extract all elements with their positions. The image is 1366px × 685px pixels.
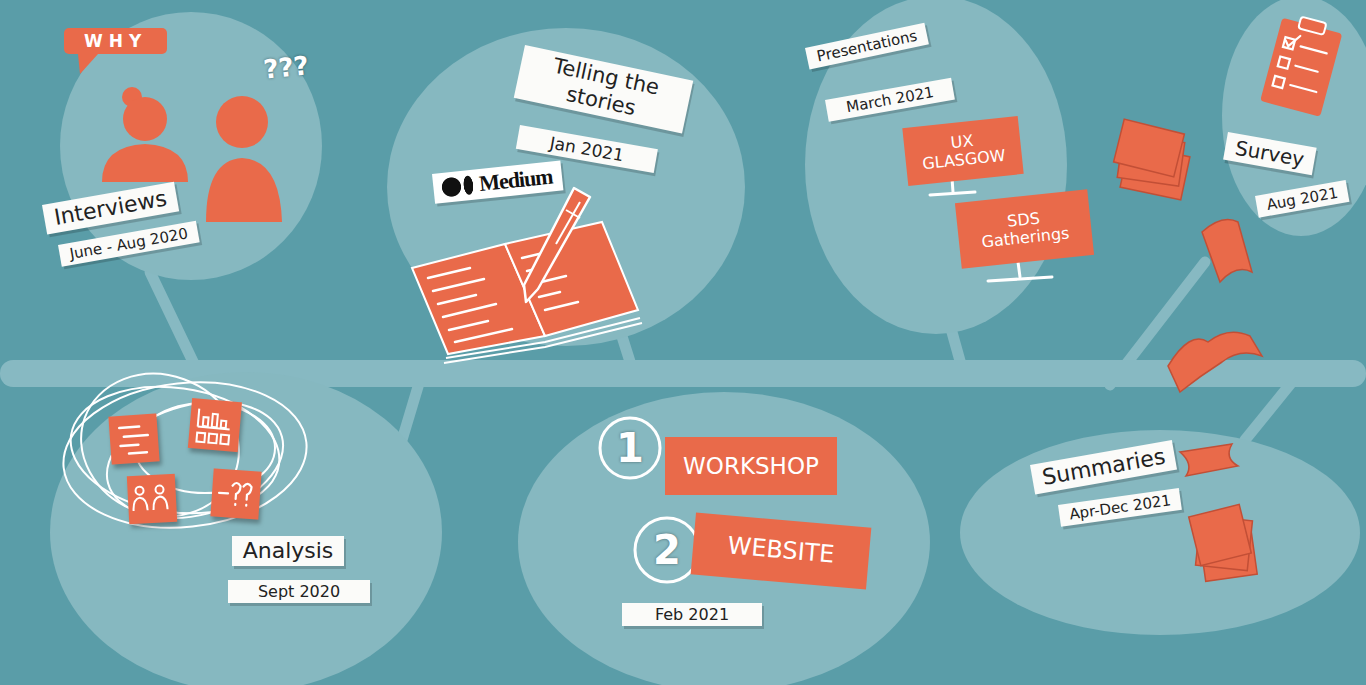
question-marks: ??? (262, 50, 310, 86)
monitor-screen: SDS Gatherings (955, 189, 1094, 269)
box-text: WORKSHOP (683, 453, 819, 479)
bubble-shape (960, 430, 1360, 635)
bubble-outline (50, 372, 442, 685)
text-holder: Feb 2021 (622, 603, 762, 626)
stem (150, 272, 196, 368)
bubble-shape (50, 372, 442, 685)
stage-label: Analysis (232, 536, 344, 566)
speech-bubble-text: WHY (64, 28, 167, 54)
text-holder: 1 (616, 424, 644, 472)
stem (1245, 382, 1292, 440)
bubble-shape (518, 392, 930, 685)
timeline-bubble: WHY???InterviewsJune - Aug 2020 (60, 12, 322, 280)
box-text: SDS Gatherings (968, 205, 1081, 253)
bubble-shape (805, 0, 1067, 334)
text-holder: Sept 2020 (228, 580, 370, 603)
text-holder: 2 (653, 526, 681, 574)
timeline-bubble: Telling the storiesJan 2021Medium (387, 28, 745, 346)
text-holder: ??? (262, 50, 310, 86)
orange-box: WORKSHOP (665, 437, 837, 495)
date-label: Feb 2021 (622, 603, 762, 626)
timeline-bubble: 1 2Feb 2021 WORKSHOP WEBSITE (518, 392, 930, 685)
stem (1110, 262, 1205, 385)
timeline-bubble: PresentationsMarch 2021UX GLASGOWSDS Gat… (805, 0, 1067, 334)
bubble-shape (387, 28, 745, 346)
timeline-bubble: SummariesApr-Dec 2021 (960, 430, 1360, 635)
monitor-screen: UX GLASGOW (902, 116, 1023, 186)
box-text: UX GLASGOW (916, 128, 1009, 174)
box-text: WEBSITE (726, 533, 835, 570)
stem (402, 380, 420, 440)
bubble-shape (1222, 0, 1366, 236)
text-holder: Analysis (232, 536, 344, 566)
step-number: 1 (616, 424, 644, 472)
timeline-bubble: AnalysisSept 2020 (50, 372, 442, 685)
timeline-bubble: SurveyAug 2021 (1222, 0, 1366, 236)
text-holder: WHY (64, 28, 167, 54)
date-label: Sept 2020 (228, 580, 370, 603)
step-number: 2 (653, 526, 681, 574)
